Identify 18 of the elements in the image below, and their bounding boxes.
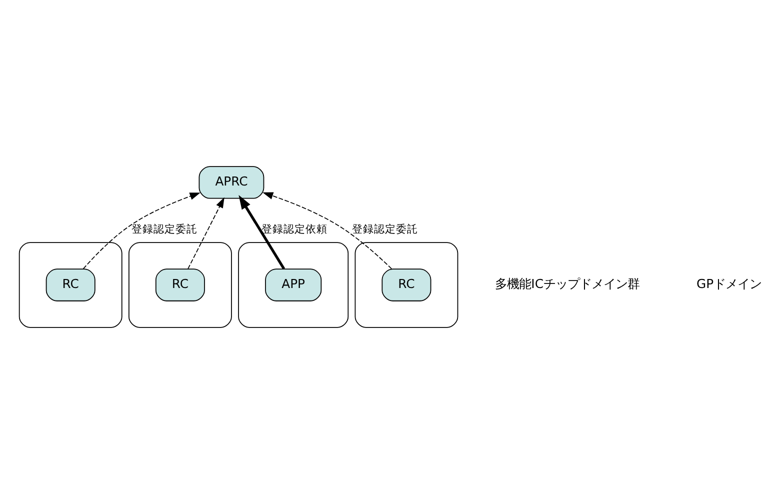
edge-label: 登録認定委託: [352, 222, 418, 235]
cluster: [128, 242, 232, 328]
arrow: [82, 192, 200, 269]
label: 多機能ICチップドメイン群: [495, 276, 640, 291]
cluster: [18, 242, 122, 328]
cluster: [354, 242, 458, 328]
node-box: RC: [155, 268, 205, 301]
edge-label: 登録認定依頼: [262, 222, 328, 235]
label: GPドメイン: [696, 276, 762, 291]
arrow: [188, 196, 224, 269]
cluster: [238, 242, 349, 328]
edge-label: 登録認定委託: [132, 222, 198, 235]
node-box: APP: [265, 268, 322, 301]
node-box: RC: [46, 268, 96, 301]
arrow: [262, 192, 392, 269]
node-box: RC: [382, 268, 432, 301]
node-box: APRC: [198, 166, 264, 198]
arrow: [238, 194, 286, 269]
